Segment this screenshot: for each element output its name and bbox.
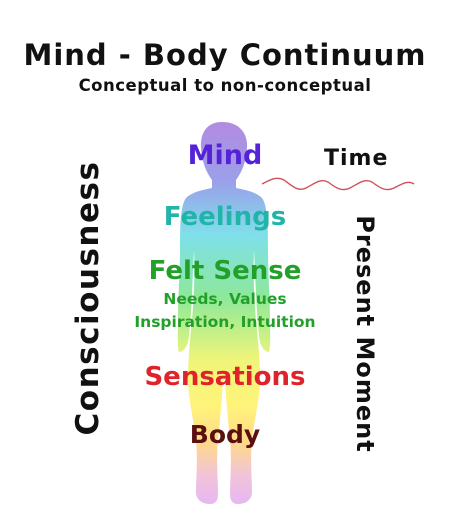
time-wave: [261, 177, 415, 191]
page-subtitle: Conceptual to non-conceptual: [78, 76, 372, 95]
page-title: Mind - Body Continuum: [23, 38, 427, 72]
label-body: Body: [189, 420, 261, 449]
label-mind: Mind: [187, 140, 263, 171]
label-felt-sense-inspiration: Inspiration, Intuition: [134, 313, 316, 331]
label-time: Time: [324, 146, 389, 171]
label-felt-sense-needs: Needs, Values: [163, 290, 287, 308]
left-axis-consciousness: Consciousness: [70, 160, 106, 436]
label-felt-sense: Felt Sense: [148, 256, 302, 286]
label-feelings: Feelings: [163, 202, 287, 232]
label-sensations: Sensations: [144, 362, 306, 392]
right-axis-present-moment: Present Moment: [351, 215, 379, 453]
